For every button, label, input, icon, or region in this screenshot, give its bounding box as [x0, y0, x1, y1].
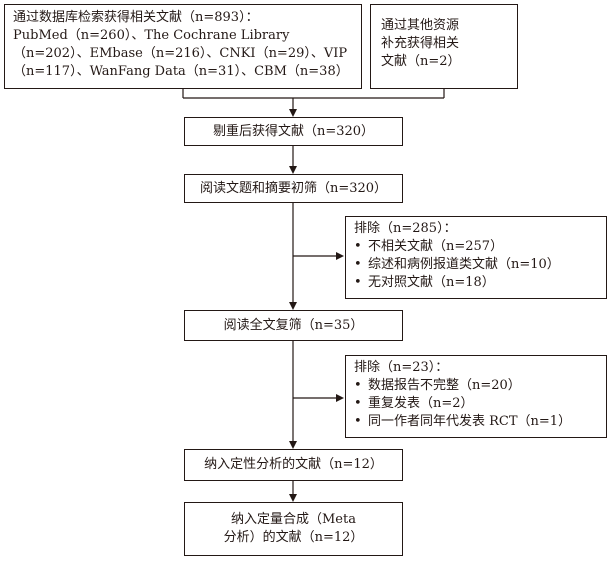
- dedup-box: 剔重后获得文献（n=320）: [184, 117, 403, 146]
- exclusion-item: • 不相关文献（n=257）: [354, 238, 598, 256]
- arrow-down: [289, 441, 297, 449]
- database-search-line: 通过数据库检索获得相关文献（n=893）：: [13, 10, 259, 25]
- database-search-line: （n=117）、WanFang Data（n=31）、CBM（n=38）: [13, 64, 349, 79]
- exclusion-title: 排除（n=23）：: [354, 360, 449, 375]
- exclusion-box-1: 排除（n=285）： • 不相关文献（n=257） • 综述和病例报道类文献（n=1…: [345, 216, 607, 299]
- arrow-down: [289, 109, 297, 117]
- other-sources-line: 文献（n=2）: [381, 54, 461, 69]
- qualitative-label: 纳入定性分析的文献（n=12）: [204, 457, 383, 472]
- exclusion-item-text: 不相关文献（n=257）: [368, 239, 504, 254]
- arrow-down: [289, 302, 297, 310]
- other-sources-box: 通过其他资源 补充获得相关 文献（n=2）: [370, 4, 518, 89]
- quantitative-line: 分析）的文献（n=12）: [223, 530, 364, 545]
- other-sources-line: 通过其他资源: [381, 18, 460, 33]
- exclusion-item-text: 综述和病例报道类文献（n=10）: [368, 257, 560, 272]
- exclusion-box-2: 排除（n=23）： • 数据报告不完整（n=20） • 重复发表（n=2） • 同一作…: [345, 355, 607, 438]
- exclusion-item-text: 数据报告不完整（n=20）: [368, 378, 521, 393]
- bullet-icon: •: [354, 396, 362, 411]
- bullet-icon: •: [354, 239, 362, 254]
- arrow-down: [289, 494, 297, 502]
- exclusion-item: • 同一作者同年代发表 RCT（n=1）: [354, 413, 598, 431]
- exclusion-item: • 综述和病例报道类文献（n=10）: [354, 256, 598, 274]
- qualitative-box: 纳入定性分析的文献（n=12）: [184, 449, 403, 481]
- bullet-icon: •: [354, 414, 362, 429]
- dedup-label: 剔重后获得文献（n=320）: [212, 123, 375, 139]
- quantitative-box: 纳入定量合成（Meta 分析）的文献（n=12）: [184, 502, 403, 556]
- arrow-right: [336, 252, 344, 260]
- exclusion-item-text: 同一作者同年代发表 RCT（n=1）: [368, 414, 572, 429]
- full-text-screen-label: 阅读全文复筛（n=35）: [223, 317, 364, 333]
- bullet-icon: •: [354, 257, 362, 272]
- exclusion-title: 排除（n=285）：: [354, 221, 457, 236]
- exclusion-item: • 无对照文献（n=18）: [354, 274, 598, 292]
- title-abstract-screen-label: 阅读文题和摘要初筛（n=320）: [199, 180, 388, 196]
- exclusion-item: • 数据报告不完整（n=20）: [354, 377, 598, 395]
- database-search-line: （n=202）、EMbase（n=216）、CNKI（n=29）、VIP: [13, 46, 348, 61]
- exclusion-item-text: 无对照文献（n=18）: [368, 275, 495, 290]
- arrow-down: [289, 166, 297, 174]
- arrow-right: [336, 394, 344, 402]
- database-search-box: 通过数据库检索获得相关文献（n=893）： PubMed（n=260）、The …: [4, 4, 362, 89]
- exclusion-item-text: 重复发表（n=2）: [368, 396, 474, 411]
- database-search-line: PubMed（n=260）、The Cochrane Library: [13, 28, 290, 43]
- title-abstract-screen-box: 阅读文题和摘要初筛（n=320）: [184, 174, 403, 203]
- bullet-icon: •: [354, 275, 362, 290]
- bullet-icon: •: [354, 378, 362, 393]
- full-text-screen-box: 阅读全文复筛（n=35）: [184, 310, 403, 341]
- quantitative-label: 纳入定量合成（Meta 分析）的文献（n=12）: [224, 511, 364, 547]
- other-sources-line: 补充获得相关: [381, 36, 460, 51]
- quantitative-line: 纳入定量合成（Meta: [231, 512, 356, 527]
- exclusion-item: • 重复发表（n=2）: [354, 395, 598, 413]
